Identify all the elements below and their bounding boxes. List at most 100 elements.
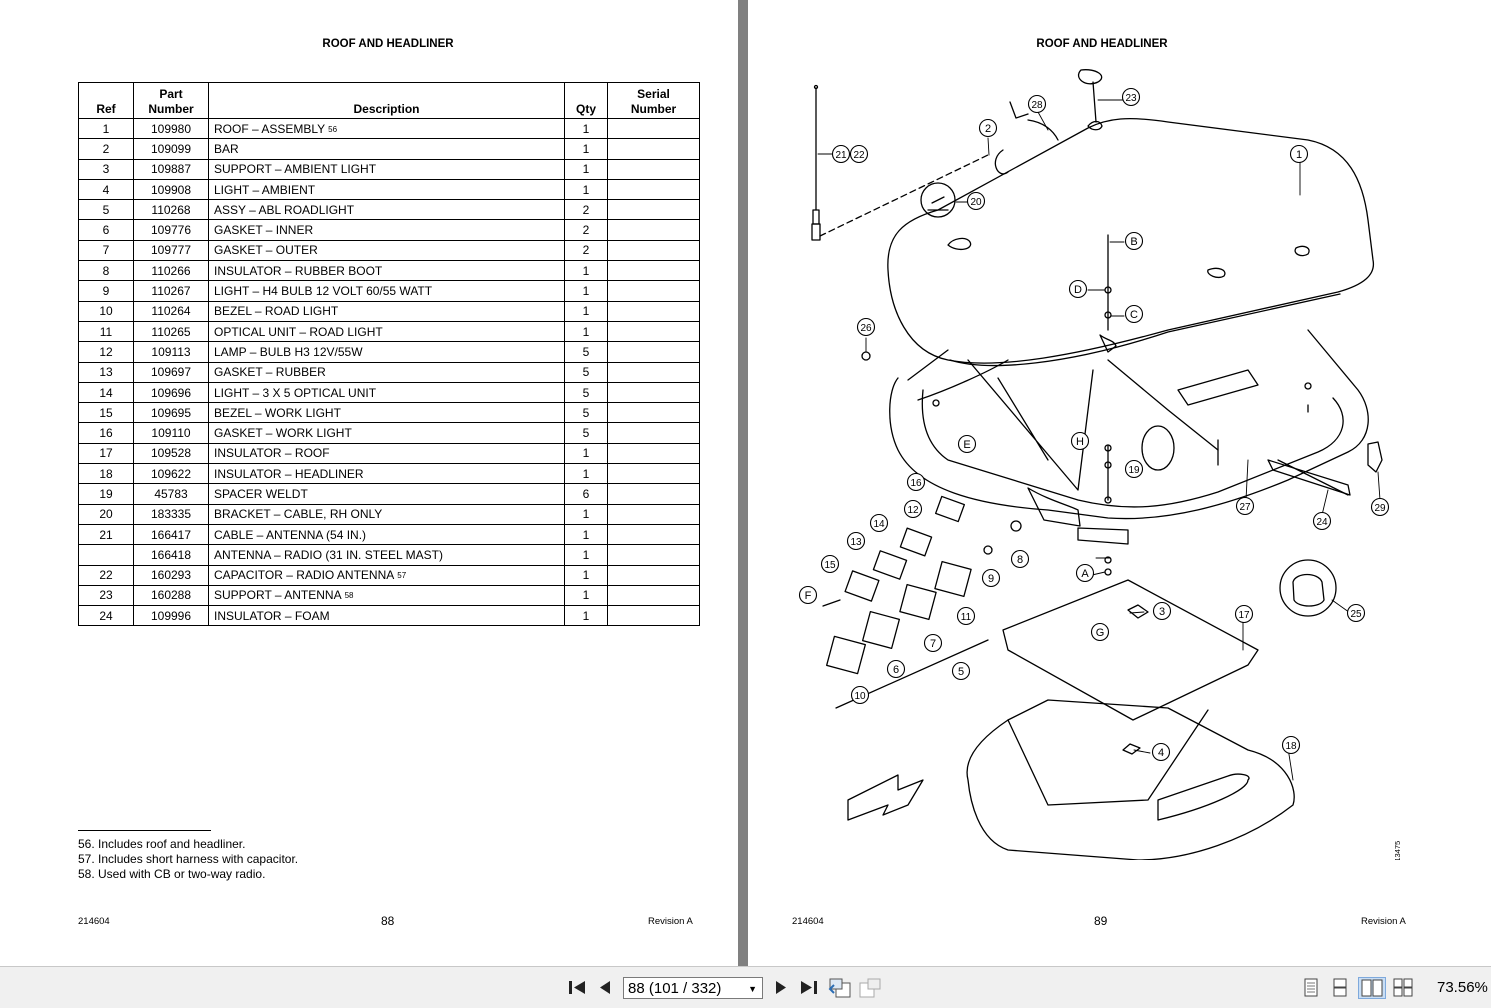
continuous-facing-view-icon[interactable]	[1393, 978, 1413, 997]
cell-description: BAR	[208, 138, 565, 160]
callout-label: 21	[835, 150, 847, 161]
callout-label: 2	[985, 123, 991, 135]
cell-part-number: 110264	[133, 301, 209, 322]
previous-page-icon[interactable]	[598, 979, 612, 999]
viewer-toolbar: 88 (101 / 332) ▼ 73.56%	[0, 966, 1491, 1008]
zoom-level[interactable]: 73.56%	[1437, 979, 1488, 996]
callout-label: G	[1096, 627, 1105, 639]
cell-description: BEZEL – WORK LIGHT	[208, 402, 565, 424]
cell-ref: 14	[78, 382, 134, 404]
cell-part-number: 166418	[133, 544, 209, 566]
cell-qty: 1	[564, 585, 608, 607]
cell-description: INSULATOR – HEADLINER	[208, 463, 565, 485]
callout-label: 18	[1285, 741, 1297, 752]
cell-qty: 1	[564, 565, 608, 586]
cell-part-number: 109887	[133, 159, 209, 180]
cell-qty: 1	[564, 179, 608, 201]
headliner-drawing	[966, 579, 1295, 860]
cell-ref: 16	[78, 422, 134, 444]
cell-serial-number	[607, 565, 700, 586]
callout-label: 27	[1239, 502, 1251, 513]
footnote-58: 58. Used with CB or two-way radio.	[78, 867, 266, 881]
callout-label: 16	[910, 478, 922, 489]
footnotes: 56. Includes roof and headliner. 57. Inc…	[78, 837, 298, 882]
cell-description: BEZEL – ROAD LIGHT	[208, 301, 565, 322]
callout-label: 26	[860, 323, 872, 334]
go-forward-view-icon[interactable]	[858, 977, 882, 1002]
cell-part-number: 109528	[133, 443, 209, 465]
callout-label: 5	[958, 666, 964, 678]
callout-label: 20	[970, 197, 982, 208]
callout-5: 5	[951, 661, 971, 681]
cell-part-number: 110268	[133, 199, 209, 221]
callout-20: 20	[966, 191, 986, 211]
cell-serial-number	[607, 280, 700, 302]
cell-description: OPTICAL UNIT – ROAD LIGHT	[208, 321, 565, 343]
footnote-ref: 56	[328, 124, 338, 134]
callout-27: 27	[1235, 496, 1255, 516]
callout-2: 2	[978, 118, 998, 138]
callout-label: C	[1130, 309, 1138, 321]
cell-qty: 1	[564, 463, 608, 485]
cell-serial-number	[607, 483, 700, 505]
cell-serial-number	[607, 585, 700, 607]
cell-serial-number	[607, 260, 700, 282]
chevron-down-icon: ▼	[748, 984, 757, 994]
cell-part-number: 166417	[133, 524, 209, 546]
callout-label: E	[963, 439, 970, 451]
cell-serial-number	[607, 341, 700, 363]
cell-serial-number	[607, 382, 700, 404]
cell-part-number: 109908	[133, 179, 209, 201]
callout-label: 25	[1350, 609, 1362, 620]
cell-qty: 1	[564, 301, 608, 322]
antenna-drawing	[811, 84, 989, 241]
go-back-view-icon[interactable]	[828, 977, 852, 1002]
callout-7: 7	[923, 633, 943, 653]
first-page-icon[interactable]	[568, 979, 586, 999]
cell-part-number: 110266	[133, 260, 209, 282]
callout-label: D	[1074, 284, 1082, 296]
cell-qty: 5	[564, 362, 608, 383]
cell-part-number: 109110	[133, 422, 209, 444]
cell-serial-number	[607, 199, 700, 221]
continuous-page-view-icon[interactable]	[1332, 978, 1348, 997]
cell-serial-number	[607, 402, 700, 424]
cell-serial-number	[607, 605, 700, 627]
callout-h: H	[1070, 431, 1090, 451]
facing-pages-view-icon[interactable]	[1358, 977, 1386, 999]
cell-ref: 4	[78, 179, 134, 201]
cell-ref: 2	[78, 138, 134, 160]
callout-3: 3	[1152, 601, 1172, 621]
cell-ref: 5	[78, 199, 134, 221]
cell-serial-number	[607, 362, 700, 383]
cell-part-number: 110267	[133, 280, 209, 302]
cell-qty: 6	[564, 483, 608, 505]
next-page-icon[interactable]	[774, 979, 788, 999]
single-page-view-icon[interactable]	[1303, 978, 1319, 997]
cell-qty: 1	[564, 524, 608, 546]
cell-qty: 5	[564, 341, 608, 363]
col-ref: Ref	[78, 82, 134, 119]
exploded-parts-diagram: 1013475 12345678910111213141516171819202…	[798, 69, 1402, 860]
cell-serial-number	[607, 118, 700, 140]
page-number-select[interactable]: 88 (101 / 332) ▼	[623, 977, 763, 999]
cell-description: LIGHT – H4 BULB 12 VOLT 60/55 WATT	[208, 280, 565, 302]
last-page-icon[interactable]	[800, 979, 818, 999]
callout-6: 6	[886, 659, 906, 679]
cell-part-number: 160293	[133, 565, 209, 586]
cell-serial-number	[607, 138, 700, 160]
col-qty: Qty	[564, 82, 608, 119]
callout-8: 8	[1010, 549, 1030, 569]
callout-label: H	[1076, 436, 1084, 448]
